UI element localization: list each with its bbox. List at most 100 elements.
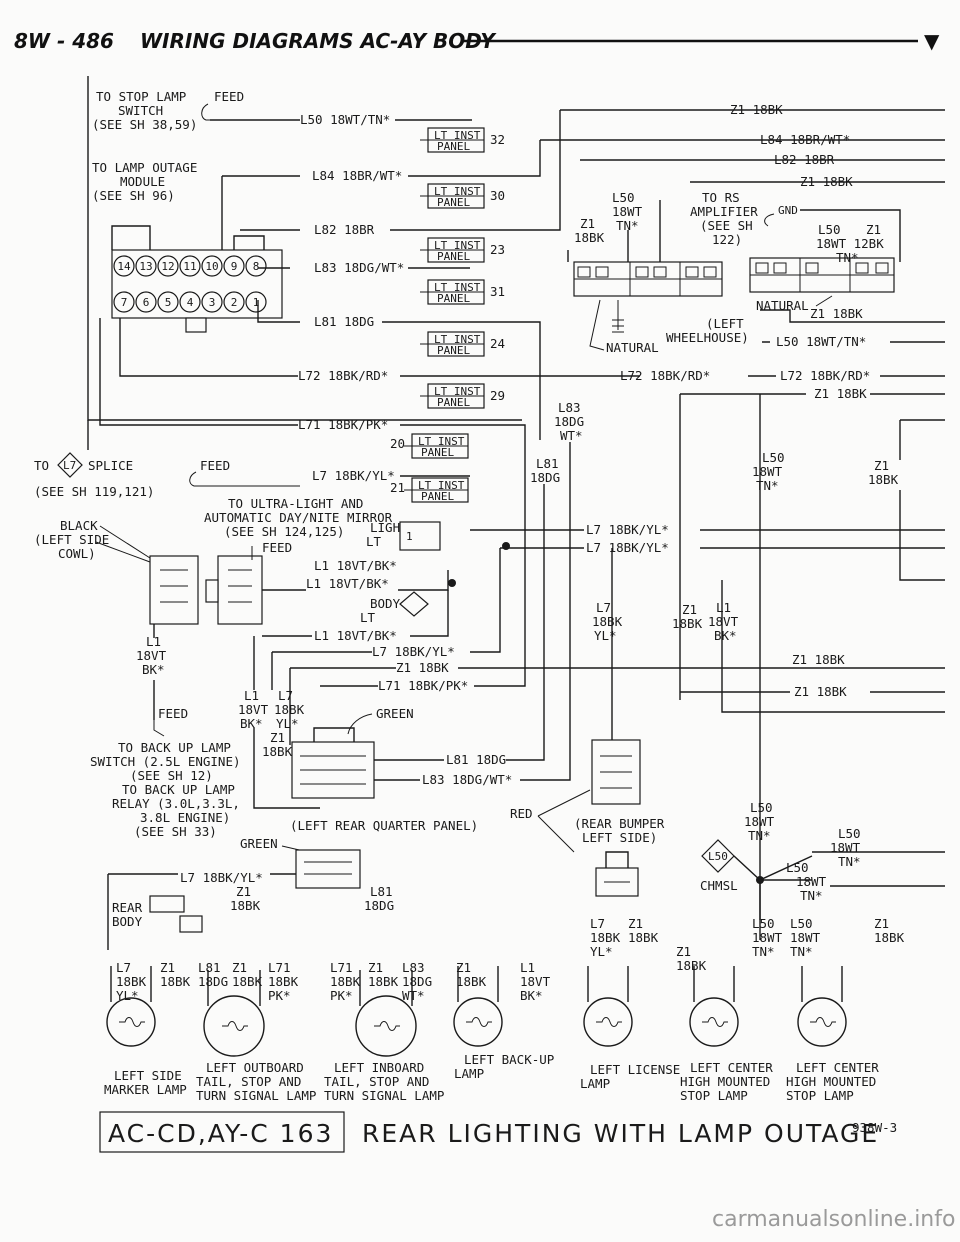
lamp-bulb-icon [106, 966, 156, 1047]
svg-text:18BK: 18BK [160, 974, 191, 989]
page-number: 8W - 486 [14, 29, 114, 53]
note-black-cowl: BLACK (LEFT SIDE COWL) [34, 518, 109, 561]
label-rear: REAR [112, 900, 143, 915]
wheelhouse-connector-left [573, 261, 723, 297]
lamp-bulb-icon [583, 966, 633, 1047]
lamp-symbols [106, 966, 847, 1057]
svg-text:18BK: 18BK [868, 472, 899, 487]
footer-title: REAR LIGHTING WITH LAMP OUTAGE [362, 1119, 879, 1148]
panel-pin: 29 [490, 388, 505, 403]
svg-text:L7: L7 [278, 688, 293, 703]
wire-L81-run [257, 300, 541, 440]
svg-text:(SEE SH 96): (SEE SH 96) [92, 188, 175, 203]
panel-pin: 23 [490, 242, 505, 257]
svg-text:(SEE SH 124,125): (SEE SH 124,125) [224, 524, 344, 539]
footer-code-box [99, 1111, 345, 1153]
connector-pin [179, 255, 201, 277]
lamp-bulb-icon [203, 970, 265, 1057]
terminal-cell [773, 262, 787, 274]
svg-text:L7: L7 [116, 960, 131, 975]
panel-label: PANEL [421, 446, 454, 459]
svg-text:L50: L50 [752, 916, 775, 931]
svg-text:18WT: 18WT [612, 204, 643, 219]
svg-text:Z1: Z1 [866, 222, 881, 237]
note-feed-2: FEED [200, 458, 230, 473]
svg-text:Z1: Z1 [368, 960, 383, 975]
note-rs-amplifier: TO RS AMPLIFIER (SEE SH 122) [690, 190, 758, 247]
svg-text:L50: L50 [750, 800, 773, 815]
label-chmsl: CHMSL [700, 878, 738, 893]
svg-text:MODULE: MODULE [120, 174, 165, 189]
svg-text:18VT: 18VT [708, 614, 739, 629]
terminal-cell [855, 262, 869, 274]
pin-number: 9 [231, 260, 238, 273]
svg-text:(SEE SH 38,59): (SEE SH 38,59) [92, 117, 197, 132]
footer-code: AC-CD,AY-C 163 [108, 1119, 333, 1148]
right-label-L82: L82 18BR [774, 152, 835, 167]
svg-text:L81: L81 [370, 884, 393, 899]
svg-text:L1 18VT/BK*: L1 18VT/BK* [314, 558, 397, 573]
svg-text:Z1: Z1 [874, 458, 889, 473]
svg-text:18BK: 18BK [590, 930, 621, 945]
svg-text:18BK: 18BK [628, 930, 659, 945]
svg-text:L7: L7 [596, 600, 611, 615]
svg-text:YL*: YL* [276, 716, 299, 731]
wire-label-L50: L50 18WT/TN* [300, 112, 390, 127]
panel-label: PANEL [437, 196, 470, 209]
svg-text:18WT: 18WT [796, 874, 827, 889]
splice-dot-2 [502, 542, 510, 550]
panel-label: LT INST [434, 333, 481, 346]
svg-text:PK*: PK* [330, 988, 353, 1003]
svg-text:BLACK: BLACK [60, 518, 98, 533]
svg-text:L81: L81 [536, 456, 559, 471]
svg-text:SWITCH (2.5L ENGINE): SWITCH (2.5L ENGINE) [90, 754, 241, 769]
svg-text:MARKER LAMP: MARKER LAMP [104, 1082, 187, 1097]
svg-text:BK*: BK* [240, 716, 263, 731]
svg-text:18BK: 18BK [368, 974, 399, 989]
svg-text:18BK: 18BK [672, 616, 703, 631]
svg-text:TURN SIGNAL LAMP: TURN SIGNAL LAMP [324, 1088, 444, 1103]
svg-text:Z1: Z1 [628, 916, 643, 931]
svg-text:HIGH MOUNTED: HIGH MOUNTED [680, 1074, 770, 1089]
wire-label-L82: L82 18BR [314, 222, 375, 237]
terminal-cell [755, 262, 769, 274]
svg-text:STOP LAMP: STOP LAMP [680, 1088, 748, 1103]
svg-text:(SEE SH: (SEE SH [700, 218, 753, 233]
svg-text:HIGH MOUNTED: HIGH MOUNTED [786, 1074, 876, 1089]
label-feed-3: FEED [262, 540, 292, 555]
svg-text:LAMP: LAMP [454, 1066, 484, 1081]
terminal-cell [653, 266, 667, 278]
splice-dot-1 [448, 579, 456, 587]
svg-text:18DG: 18DG [554, 414, 584, 429]
svg-text:18BK: 18BK [574, 230, 605, 245]
svg-text:TN*: TN* [616, 218, 639, 233]
label-natural-1: NATURAL [606, 340, 659, 355]
pin-number: 3 [209, 296, 216, 309]
wire-label-L71: L71 18BK/PK* [298, 417, 388, 432]
svg-text:BK*: BK* [714, 628, 737, 643]
pin-number: 13 [139, 260, 152, 273]
lamp-bulb-icon [453, 966, 503, 1047]
terminal-cell [595, 266, 609, 278]
svg-text:AMPLIFIER: AMPLIFIER [690, 204, 758, 219]
lamp-bulb-icon [355, 970, 417, 1057]
svg-text:L50: L50 [818, 222, 841, 237]
pin-number: 5 [165, 296, 172, 309]
label-red: RED [510, 806, 533, 821]
pin-number: 11 [183, 260, 196, 273]
svg-text:TO RS: TO RS [702, 190, 740, 205]
page-title: WIRING DIAGRAMS AC-AY BODY [140, 29, 497, 53]
pin-number: 8 [253, 260, 260, 273]
right-label-z1-6: Z1 18BK [794, 684, 847, 699]
